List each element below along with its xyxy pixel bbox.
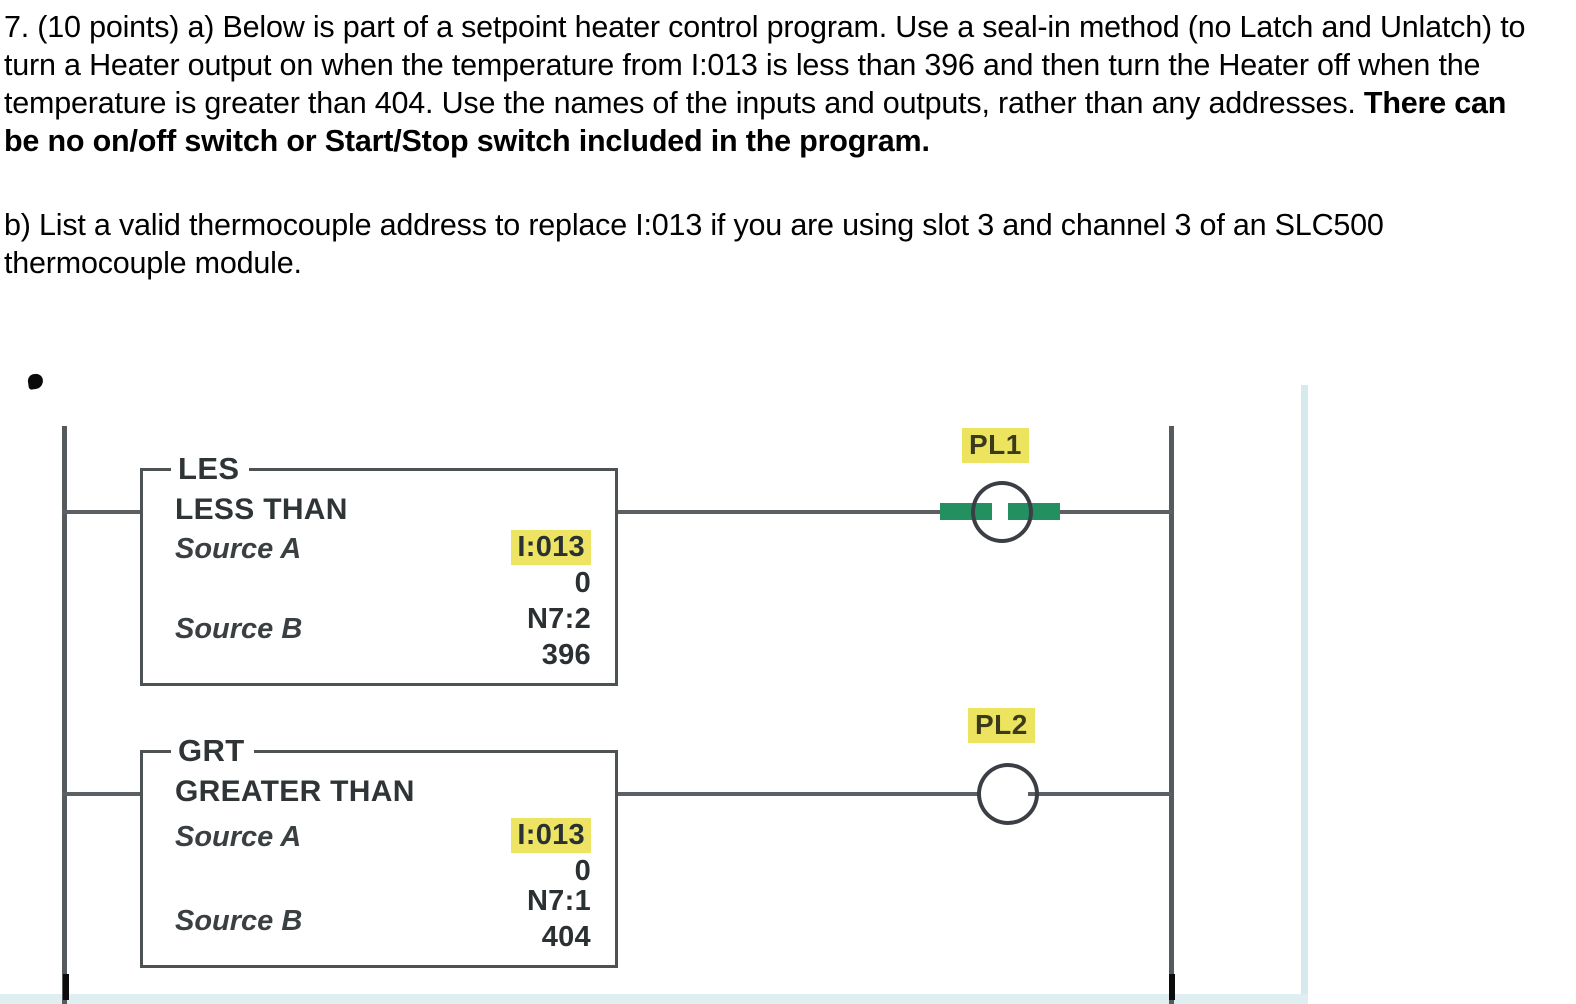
grt-source-a-value: 0 <box>574 855 591 887</box>
part-a-bold: There can be no on/off switch or Start/S… <box>4 86 1507 158</box>
coil-label-pl1: PL1 <box>962 428 1029 463</box>
les-source-a-address[interactable]: I:013 <box>511 530 591 565</box>
grt-source-b-value: 404 <box>541 921 591 953</box>
rung-2-mid-wire <box>615 792 978 796</box>
grt-source-a-address-text: I:013 <box>511 818 591 853</box>
right-rail-end-cap <box>1169 974 1175 1000</box>
les-instruction-title: LESS THAN <box>175 493 348 526</box>
les-source-b-address[interactable]: N7:2 <box>526 603 591 635</box>
rung-1-output-wire <box>1057 510 1172 514</box>
rung-2-input-wire <box>62 792 142 796</box>
instruction-block-les[interactable]: LES LESS THAN Source A I:013 0 Source B … <box>140 452 618 686</box>
part-a-plain: 7. (10 points) a) Below is part of a set… <box>4 10 1526 120</box>
ladder-right-rail <box>1169 426 1174 1004</box>
grt-source-b-address[interactable]: N7:1 <box>526 885 591 917</box>
grt-source-b-label: Source B <box>175 905 303 937</box>
question-part-b: b) List a valid thermocouple address to … <box>4 206 1540 282</box>
grt-source-a-address[interactable]: I:013 <box>511 818 591 853</box>
pl1-coil-arc-right <box>1002 481 1033 543</box>
pl2-coil-arc-left <box>977 763 1008 825</box>
page-edge-right-tint <box>1301 385 1308 1001</box>
grt-source-a-label: Source A <box>175 821 302 853</box>
rung-1-mid-wire <box>615 510 942 514</box>
les-source-a-label: Source A <box>175 533 302 565</box>
instruction-block-grt[interactable]: GRT GREATER THAN Source A I:013 0 Source… <box>140 734 618 968</box>
les-source-a-value: 0 <box>574 567 591 599</box>
les-mnemonic-stub <box>143 468 169 471</box>
question-part-a: 7. (10 points) a) Below is part of a set… <box>4 8 1540 160</box>
rung-2-output-wire <box>1028 792 1172 796</box>
les-source-b-value: 396 <box>541 639 591 671</box>
output-coil-pl2[interactable] <box>977 763 1039 825</box>
pl1-coil-arc-left <box>971 481 1002 543</box>
slide-bullet-marker <box>27 373 44 390</box>
page-edge-bottom-tint <box>0 994 1308 1004</box>
rung-1-input-wire <box>62 510 142 514</box>
pl2-coil-arc-right <box>1008 763 1039 825</box>
les-mnemonic: LES <box>171 452 249 486</box>
ladder-left-rail <box>62 426 67 1004</box>
grt-instruction-title: GREATER THAN <box>175 775 415 808</box>
les-source-a-address-text: I:013 <box>511 530 591 565</box>
question-text-block: 7. (10 points) a) Below is part of a set… <box>0 0 1548 282</box>
coil-label-pl2: PL2 <box>968 708 1035 743</box>
part-b-plain: b) List a valid thermocouple address to … <box>4 208 1384 280</box>
output-coil-pl1[interactable] <box>971 481 1033 543</box>
ladder-logic-diagram: LES LESS THAN Source A I:013 0 Source B … <box>0 360 1576 1004</box>
les-source-b-label: Source B <box>175 613 303 645</box>
left-rail-end-cap <box>63 974 69 1000</box>
grt-mnemonic: GRT <box>171 734 254 768</box>
grt-mnemonic-stub <box>143 750 169 753</box>
